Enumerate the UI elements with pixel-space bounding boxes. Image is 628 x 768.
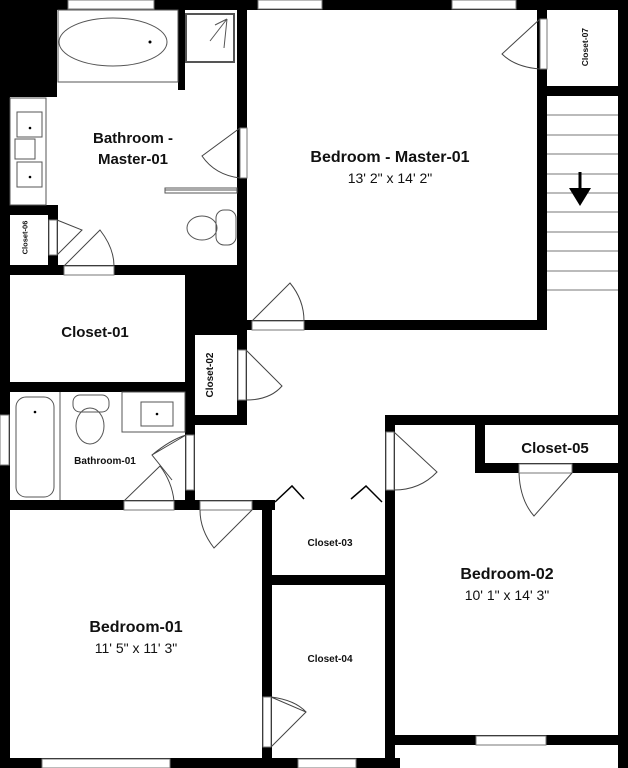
stairs — [547, 114, 618, 291]
door-opening — [251, 320, 305, 331]
window — [41, 758, 171, 768]
door-swing — [201, 127, 241, 179]
room-label-bathroom-01: Bathroom-01 — [60, 456, 150, 468]
room-label-closet-05: Closet-05 — [495, 440, 615, 458]
room-label-bedroom-01: Bedroom-01 11' 5" x 11' 3" — [66, 618, 206, 657]
sink — [16, 111, 43, 138]
window — [451, 0, 517, 10]
door-swing — [199, 509, 253, 549]
vanity — [121, 391, 186, 433]
door-opening — [48, 219, 58, 256]
door-swing — [56, 219, 83, 256]
sink — [140, 401, 174, 427]
door-swing — [251, 282, 305, 322]
room-dimensions: 10' 1" x 14' 3" — [464, 587, 550, 604]
bifold-door — [274, 484, 305, 503]
door-swing — [393, 431, 438, 491]
room-name: Closet-01 — [61, 324, 129, 341]
toilet-bowl — [75, 407, 105, 445]
door-opening — [518, 463, 573, 474]
door-opening — [539, 18, 548, 70]
room-label-bedroom-master: Bedroom - Master-01 13' 2" x 14' 2" — [300, 148, 480, 187]
room-label-closet-01: Closet-01 — [40, 324, 150, 342]
room-label-closet-03: Closet-03 — [285, 538, 375, 550]
room-label-bedroom-02: Bedroom-02 10' 1" x 14' 3" — [437, 565, 577, 604]
room-name: Closet-06 — [20, 220, 30, 255]
room-name: Master-01 — [97, 151, 169, 168]
room-label-bathroom-master: Bathroom - Master-01 — [78, 130, 188, 169]
room-name: Bedroom - Master-01 — [310, 149, 470, 166]
sink — [16, 161, 43, 188]
shower — [185, 13, 235, 63]
room-label-closet-07: Closet-07 — [580, 17, 590, 77]
room-name: Bedroom-02 — [460, 566, 554, 583]
door-swing — [245, 349, 283, 401]
door-swing — [63, 229, 115, 267]
wall-right — [618, 0, 628, 768]
window — [297, 758, 357, 768]
door-opening — [262, 696, 272, 748]
bathtub-master — [57, 9, 179, 83]
door-swing — [151, 434, 187, 481]
door-opening — [385, 431, 395, 491]
room-name: Bedroom-01 — [89, 619, 183, 636]
window — [67, 0, 155, 10]
bifold-door — [350, 484, 383, 503]
room-label-closet-04: Closet-04 — [285, 654, 375, 666]
door-swing — [501, 18, 541, 70]
window — [475, 735, 547, 746]
toilet-bowl — [186, 215, 218, 241]
door-opening — [237, 349, 247, 401]
room-dimensions: 13' 2" x 14' 2" — [347, 170, 433, 187]
door-swing — [270, 696, 307, 748]
door-swing — [518, 472, 573, 517]
door-opening — [123, 500, 175, 511]
window — [0, 414, 10, 466]
window — [257, 0, 323, 10]
room-name: Bathroom-01 — [74, 456, 136, 467]
room-name: Bathroom - — [93, 130, 173, 147]
room-name: Closet-02 — [205, 352, 216, 398]
vanity — [9, 97, 47, 206]
toilet-tank — [72, 394, 110, 413]
door-opening — [199, 500, 253, 511]
bathtub — [15, 396, 55, 498]
door-swing — [123, 465, 175, 502]
room-name: Closet-05 — [521, 440, 589, 457]
door-opening — [185, 434, 195, 491]
toilet-tank — [215, 209, 237, 246]
room-name: Closet-04 — [307, 654, 353, 665]
wall-bottom-left — [0, 758, 400, 768]
room-name: Closet-03 — [307, 538, 353, 549]
room-label-closet-06: Closet-06 — [21, 213, 30, 263]
room-name: Closet-07 — [579, 27, 590, 67]
room-dimensions: 11' 5" x 11' 3" — [94, 640, 178, 657]
room-label-closet-02: Closet-02 — [205, 345, 217, 405]
tub-basin — [58, 17, 168, 67]
door-opening — [63, 265, 115, 276]
arrow-down-icon — [569, 172, 591, 206]
door-opening — [239, 127, 248, 179]
